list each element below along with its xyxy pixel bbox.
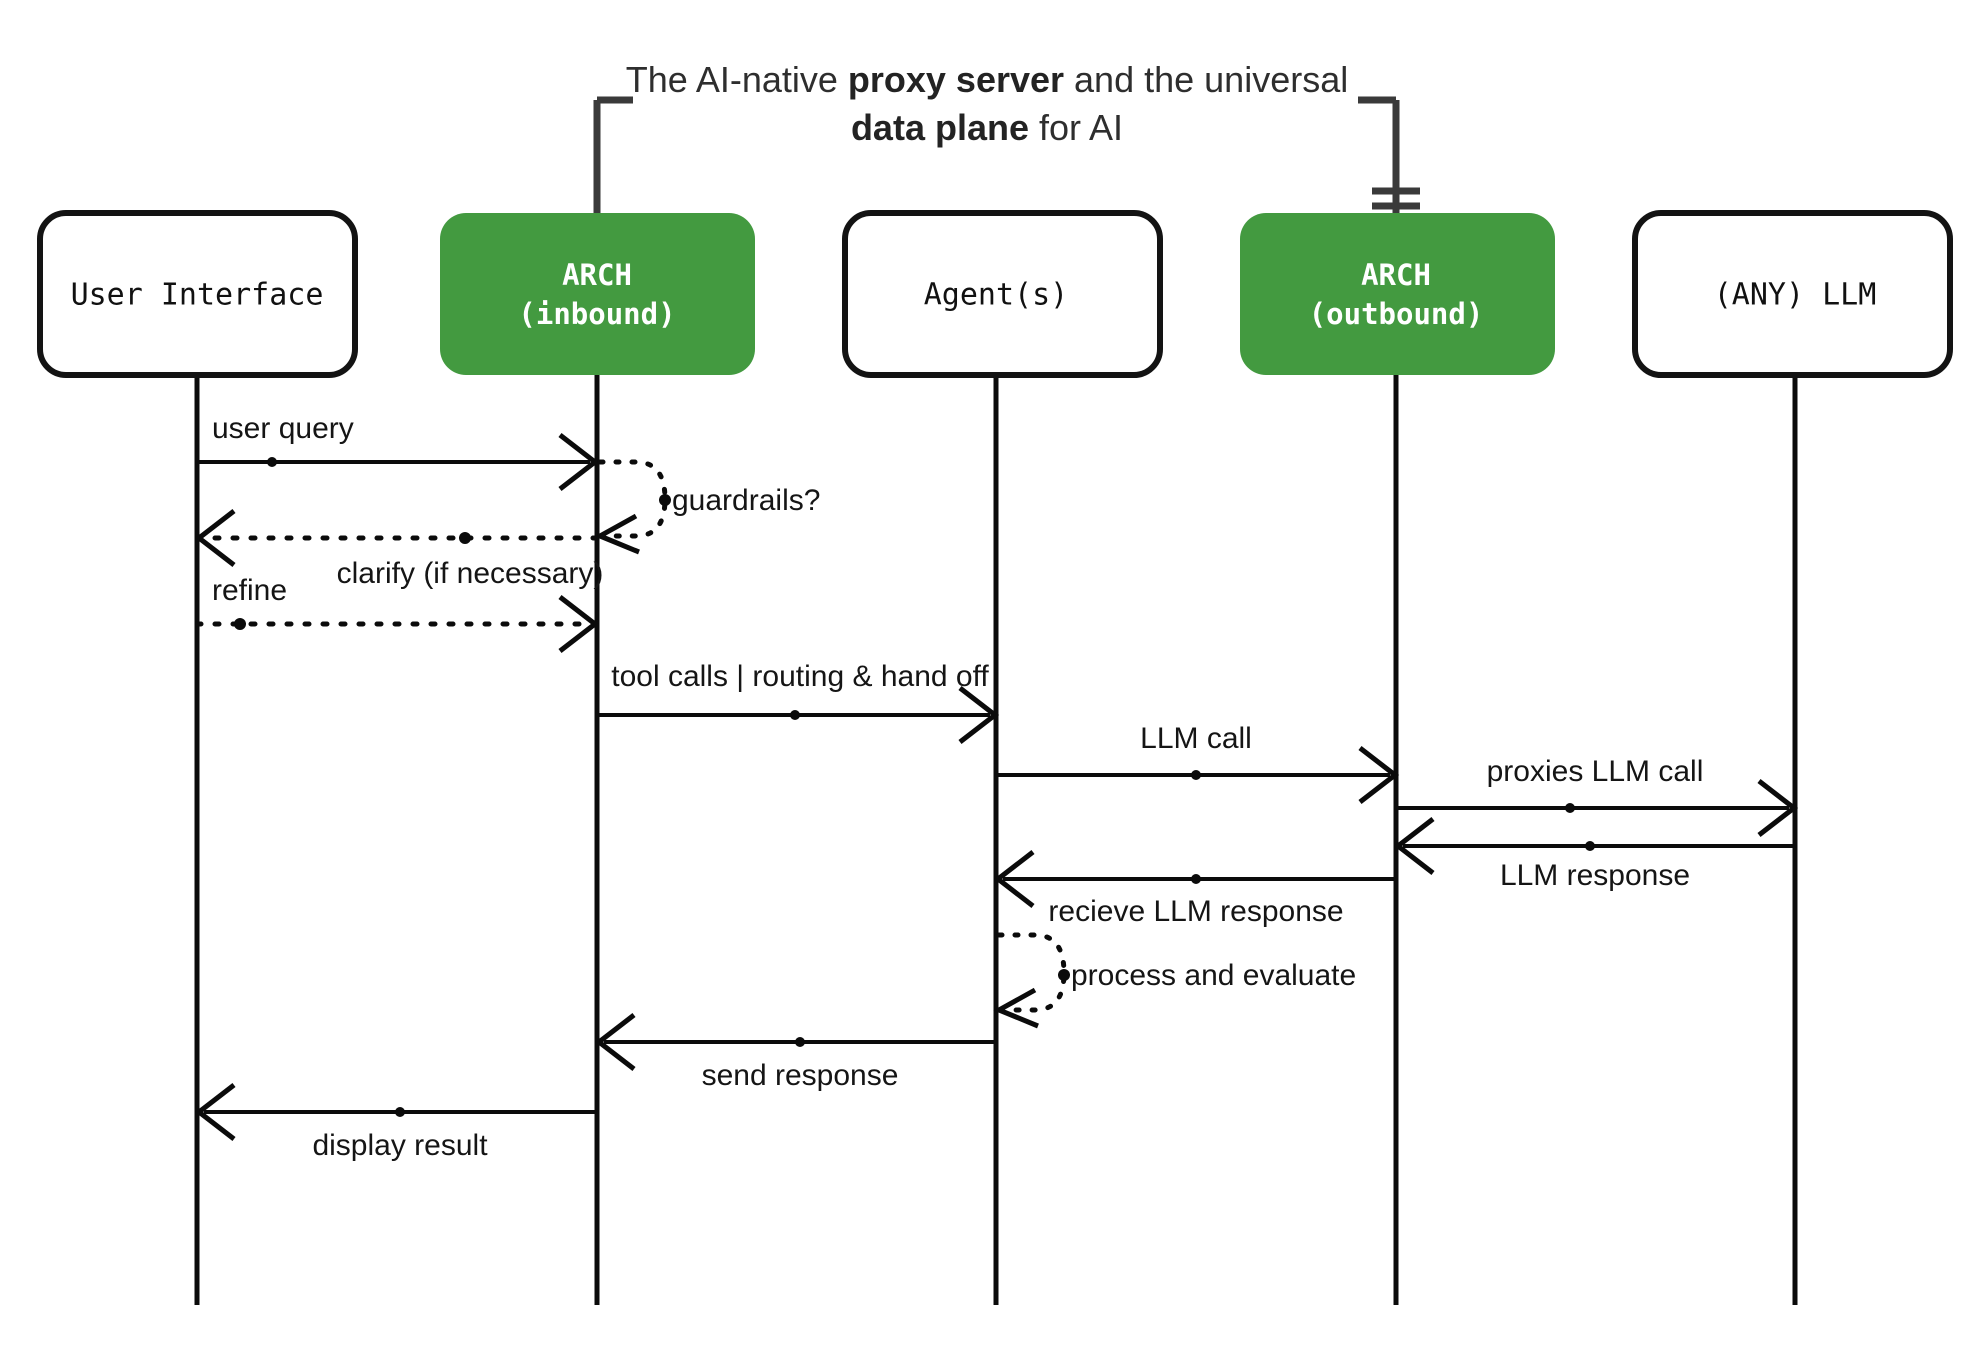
- message-label-recieve-llm-response: recieve LLM response: [1048, 895, 1343, 928]
- message-label-refine: refine: [212, 574, 287, 607]
- title-line2-bold: data plane: [851, 107, 1029, 148]
- message-guardrails: guardrails?: [594, 459, 820, 555]
- title-bracket-right: [1358, 96, 1420, 213]
- participant-label-arch-inbound-line2: (inbound): [518, 297, 675, 331]
- participant-label-agents: Agent(s): [924, 278, 1069, 313]
- title-line1-pre: The AI-native: [626, 59, 848, 100]
- participant-box-arch-inbound[interactable]: ARCH (inbound): [440, 213, 755, 375]
- message-proxies-llm-call: proxies LLM call: [1396, 755, 1799, 837]
- participant-label-arch-inbound-line1: ARCH: [562, 258, 632, 292]
- title-bracket-left: [593, 96, 633, 213]
- message-label-llm-response: LLM response: [1500, 859, 1690, 892]
- title-line2-post: for AI: [1029, 107, 1123, 148]
- participant-label-arch-outbound-line2: (outbound): [1309, 297, 1484, 331]
- message-process-and-evaluate: process and evaluate: [993, 932, 1356, 1029]
- message-label-clarify: clarify (if necessary): [337, 557, 604, 590]
- message-label-process-and-evaluate: process and evaluate: [1071, 959, 1356, 992]
- message-llm-response: LLM response: [1393, 817, 1795, 892]
- participant-box-arch-outbound[interactable]: ARCH (outbound): [1240, 213, 1555, 375]
- message-label-tool-calls: tool calls | routing & hand off: [611, 660, 989, 693]
- participant-box-ui[interactable]: User Interface: [37, 210, 358, 378]
- message-refine: refine: [194, 574, 600, 653]
- message-llm-call: LLM call: [996, 722, 1400, 804]
- title-line1-bold: proxy server: [848, 59, 1064, 100]
- message-recieve-llm-response: recieve LLM response: [993, 850, 1396, 928]
- message-display-result: display result: [194, 1083, 597, 1162]
- participant-box-llm[interactable]: (ANY) LLM: [1632, 210, 1953, 378]
- message-label-send-response: send response: [702, 1059, 899, 1092]
- message-clarify: clarify (if necessary): [194, 509, 604, 590]
- message-label-display-result: display result: [312, 1129, 488, 1162]
- participant-label-llm: (ANY) LLM: [1714, 278, 1877, 313]
- svg-text:The AI-native proxy server and: The AI-native proxy server and the unive…: [626, 59, 1348, 100]
- svg-text:data plane for AI: data plane for AI: [851, 107, 1123, 148]
- message-tool-calls: tool calls | routing & hand off: [597, 660, 1000, 744]
- message-label-llm-call: LLM call: [1140, 722, 1252, 755]
- message-send-response: send response: [594, 1013, 996, 1092]
- participant-label-arch-outbound-line1: ARCH: [1361, 258, 1431, 292]
- participant-label-ui: User Interface: [71, 278, 324, 313]
- message-label-guardrails: guardrails?: [672, 484, 820, 517]
- message-label-proxies-llm-call: proxies LLM call: [1487, 755, 1704, 788]
- diagram-title: The AI-native proxy server and the unive…: [626, 59, 1348, 148]
- title-line1-post: and the universal: [1064, 59, 1348, 100]
- participant-box-agents[interactable]: Agent(s): [842, 210, 1163, 378]
- lifelines: [194, 375, 1798, 1305]
- message-user-query: user query: [197, 412, 600, 491]
- message-label-user-query: user query: [212, 412, 354, 445]
